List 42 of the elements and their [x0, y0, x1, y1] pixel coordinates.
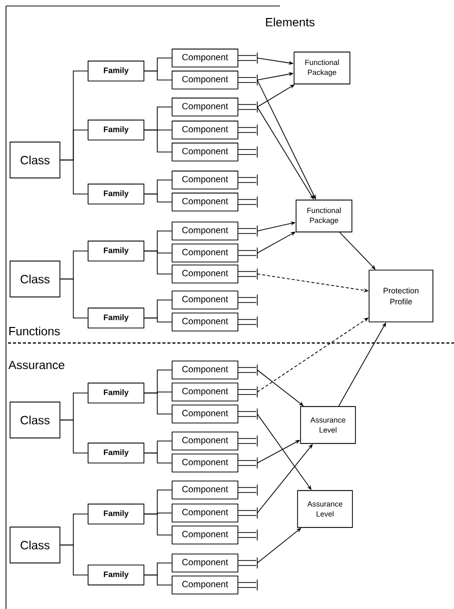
component-box: Component [172, 504, 238, 522]
section-label: Functions [9, 326, 60, 336]
component-box: Component [172, 98, 238, 116]
component-box: Component [172, 170, 238, 190]
component-box: Component [172, 48, 238, 68]
component-box: Component [172, 290, 238, 310]
component-box: Component [172, 192, 238, 212]
connector-line [144, 250, 172, 274]
class-box: Class [10, 142, 60, 178]
connector-line [144, 130, 172, 152]
connector-line [144, 452, 172, 464]
component-box: Component [172, 360, 238, 380]
connector-line [60, 160, 88, 194]
component-box: Component [172, 142, 238, 162]
component-box: Component [172, 312, 238, 332]
component-box: Component [172, 432, 238, 450]
component-box: Component [172, 526, 238, 544]
class-box: Class [10, 526, 60, 564]
component-box: Component [172, 222, 238, 240]
component-box: Component [172, 244, 238, 262]
connector-line [144, 574, 172, 586]
connector-line [144, 514, 172, 536]
component-box: Component [172, 454, 238, 472]
heading: Elements [266, 18, 314, 26]
component-box: Component [172, 480, 238, 500]
connector-line [144, 318, 172, 322]
connector-line [144, 392, 172, 414]
section-label: Assurance [8, 360, 64, 370]
connector-line [60, 278, 88, 318]
component-box: Component [172, 70, 238, 90]
component-box: Component [172, 382, 238, 402]
component-box: Component [172, 264, 238, 284]
connector-line [60, 420, 88, 454]
component-box: Component [172, 554, 238, 572]
component-box: Component [172, 576, 238, 594]
component-box: Component [172, 120, 238, 140]
class-box: Class [10, 260, 60, 298]
connector-line [60, 544, 88, 576]
class-box: Class [10, 402, 60, 438]
component-box: Component [172, 404, 238, 424]
connector-line [144, 70, 172, 80]
connector-line [144, 194, 172, 202]
